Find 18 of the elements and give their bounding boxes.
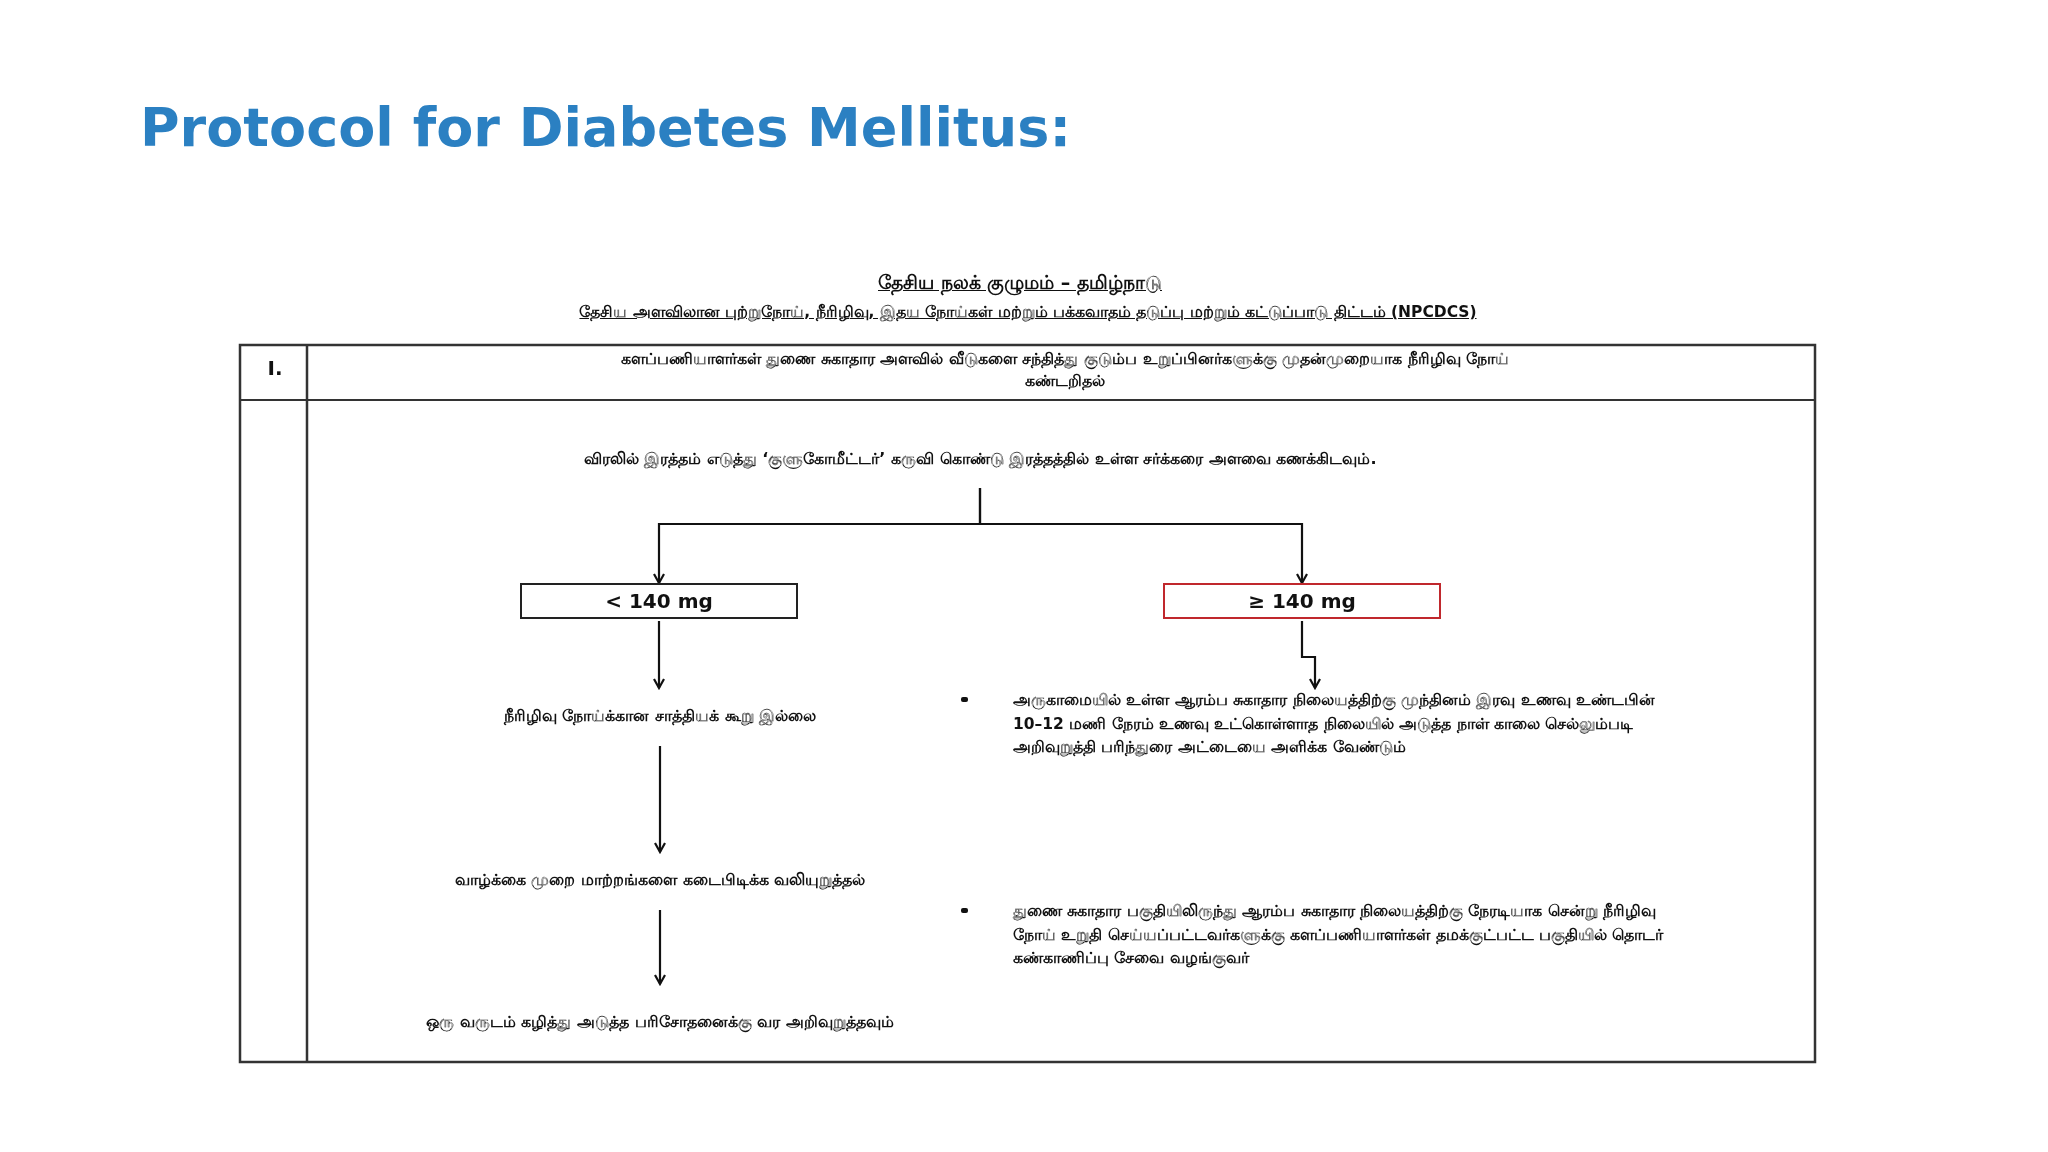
step-text: வாழ்க்கை முறை மாற்றங்களை கடைபிடிக்க வலியுறுத்தல் — [454, 868, 866, 892]
result-box: < 140 mg — [520, 583, 798, 619]
step-text: நீரிழிவு நோய்க்கான சாத்தியக் கூறு இல்லை — [503, 704, 817, 728]
arrow — [1300, 621, 1322, 690]
step-text: விரலில் இரத்தம் எடுத்து ‘குளுகோமீட்டர்’ கருவி கொண்டு இரத்தத்தில் உள்ள சர்க்கரை அளவை கணக்கிடவும். — [583, 447, 1377, 471]
result-box: ≥ 140 mg — [1163, 583, 1441, 619]
bullet-item: அருகாமையில் உள்ள ஆரம்ப சுகாதார நிலையத்திற்கு முந்தினம் இரவு உணவு உண்டபின் 10–12 மணி நேரம் உணவு உட்கொள்ளாத நிலையில் அடுத்த நாள் காலை செல்லும்படி அறிவுறுத்தி பரிந்துரை அட்டையை அளிக்க வேண்டும் — [955, 688, 1675, 760]
arrow — [653, 746, 667, 854]
bullet-item: துணை சுகாதார பகுதியிலிருந்து ஆரம்ப சுகாதார நிலையத்திற்கு நேரடியாக சென்று நீரிழிவு நோய் உறுதி செய்யப்பட்டவர்களுக்கு களப்பணியாளர்கள் தமக்குட்பட்ட பகுதியில் தொடர் கண்காணிப்பு சேவை வழங்குவர் — [955, 898, 1675, 970]
header-text: தேசிய நலக் குழுமம் – தமிழ்நாடு — [600, 270, 1440, 296]
step-text: ஒரு வருடம் கழித்து அடுத்த பரிசோதனைக்கு வர அறிவுறுத்தவும் — [426, 1010, 894, 1034]
arrow — [653, 910, 667, 986]
row-heading: களப்பணியாளர்கள் துணை சுகாதார அளவில் வீடுகளை சந்தித்து குடும்ப உறுப்பினர்களுக்கு முதன்முறையாக நீரிழிவு நோய் கண்டறிதல் — [619, 348, 1511, 392]
title: Protocol for Diabetes Mellitus: — [140, 95, 1072, 161]
row-number: I. — [266, 355, 284, 382]
header-text: தேசிய அளவிலான புற்றுநோய், நீரிழிவு, இதய நோய்கள் மற்றும் பக்கவாதம் தடுப்பு மற்றும் கட்டுப்பாடு திட்டம் (NPCDCS) — [578, 302, 1478, 323]
arrow — [978, 488, 1309, 585]
arrow — [652, 621, 666, 690]
